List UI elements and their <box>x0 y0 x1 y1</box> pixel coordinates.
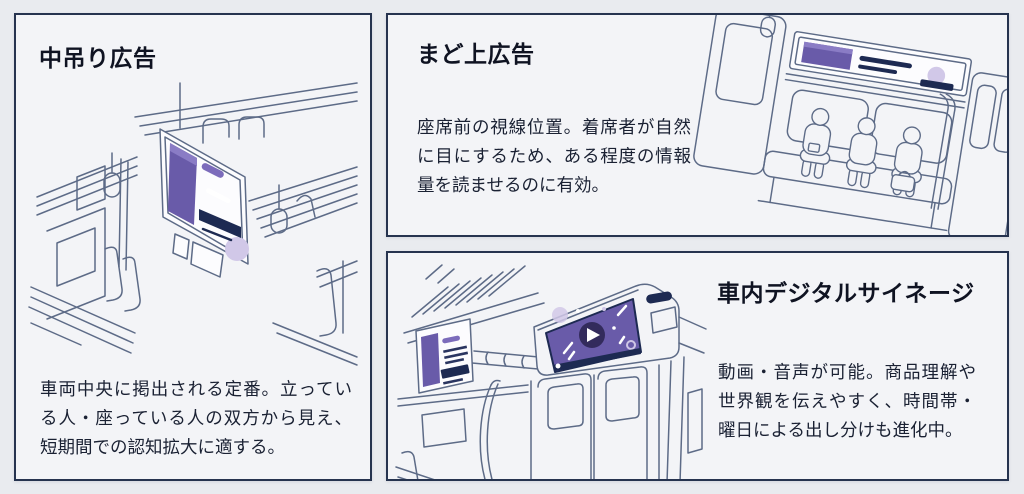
train-door-digital-signage-drawing <box>395 264 707 479</box>
grab-pole <box>930 93 956 210</box>
luggage-rack-lines <box>134 82 358 238</box>
passengers <box>796 105 930 199</box>
nakazuri-illustration <box>17 81 370 373</box>
panel-nakazuri-title: 中吊り広告 <box>39 45 157 71</box>
poster-hanger-hooks <box>179 82 265 144</box>
panel-nakazuri: 中吊り広告 <box>14 13 372 481</box>
panel-signage-body: 動画・音声が可能。商品理解や世界観を伝えやすく、時間帯・曜日による出し分けも進化… <box>718 362 976 440</box>
right-door <box>947 72 1007 235</box>
panel-madoue: まど上広告 座席前の視線位置。着席者が自然に目にするため、ある程度の情報量を読ま… <box>386 13 1009 237</box>
progress-bar <box>553 348 641 371</box>
phone <box>807 142 821 153</box>
digital-signage-screen <box>545 298 642 373</box>
bag-handle <box>897 170 912 178</box>
train-interior-hanging-poster-drawing <box>28 82 358 366</box>
hanging-poster <box>159 128 249 278</box>
signage-illustration <box>388 253 710 479</box>
train-seats-above-window-ad-drawing <box>693 15 1007 235</box>
handrail <box>479 379 501 479</box>
hanging-poster-small <box>415 318 474 394</box>
hand-strap <box>759 15 777 38</box>
bag <box>890 174 916 193</box>
panel-signage-title: 車内デジタルサイネージ <box>717 280 975 306</box>
hand-strap-left <box>103 152 121 198</box>
confetti <box>562 304 628 361</box>
right-wall <box>666 356 703 479</box>
left-door <box>693 15 787 175</box>
above-window-ad <box>788 31 973 97</box>
panel-madoue-title: まど上広告 <box>417 41 535 67</box>
panel-nakazuri-body: 車両中央に掲出される定番。立っている人・座っている人の双方から見え、短期間での認… <box>40 379 352 457</box>
train-doors <box>530 364 660 479</box>
housing-side-details <box>646 291 678 334</box>
seat-left-lines <box>28 246 141 354</box>
panel-signage: 車内デジタルサイネージ 動画・音声が可能。商品理解や世界観を伝えやすく、時間帯・… <box>386 251 1009 481</box>
panel-madoue-body: 座席前の視線位置。着席者が自然に目にするため、ある程度の情報量を読ませるのに有効… <box>417 117 691 195</box>
left-wall <box>395 384 529 479</box>
madoue-illustration <box>687 15 1007 235</box>
right-side-lines <box>270 184 358 366</box>
play-icon <box>579 322 605 348</box>
